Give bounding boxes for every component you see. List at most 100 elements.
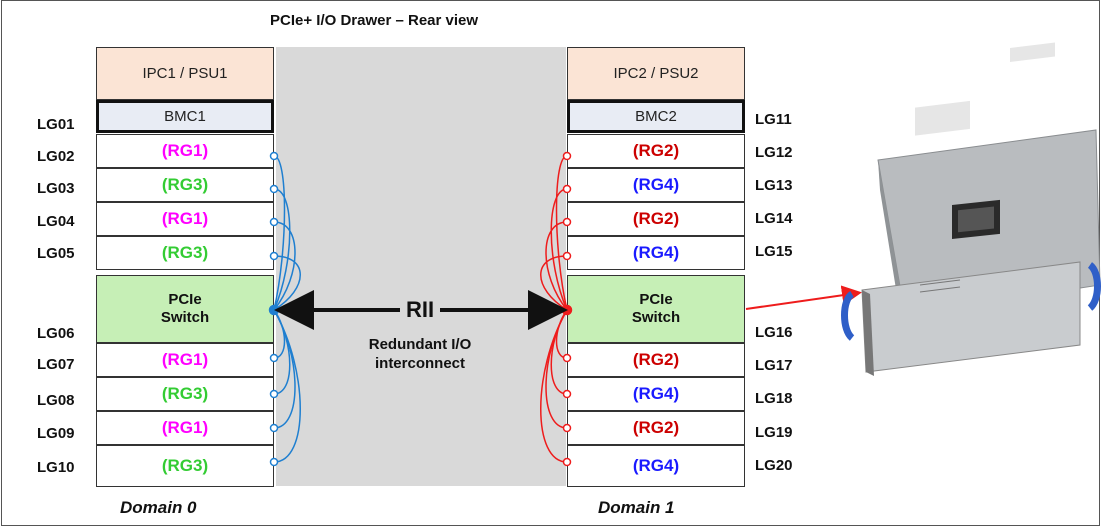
slot-label: (RG4) (632, 384, 680, 403)
cable (555, 155, 568, 311)
port-connector (269, 151, 279, 161)
port-connector (269, 353, 279, 363)
slot-lg17: (RG2) (567, 343, 745, 377)
slot-label: (RG1) (161, 141, 209, 160)
domain-0-label: Domain 0 (120, 498, 197, 517)
port-connector (562, 217, 572, 227)
slot-label: (RG3) (161, 456, 209, 475)
switch-label-line1: PCIe (168, 291, 202, 308)
slot-lg15: (RG4) (567, 236, 745, 270)
slot-lg09: (RG1) (96, 411, 274, 445)
lg-label-right: LG19 (755, 424, 793, 441)
ipc-psu-1: IPC1 / PSU1 (96, 47, 274, 100)
port-connector (562, 423, 572, 433)
slot-lg05: (RG3) (96, 236, 274, 270)
slot-label: (RG2) (632, 209, 680, 228)
ipc-psu-2: IPC2 / PSU2 (567, 47, 745, 100)
cable (545, 309, 568, 429)
pcie-switch-card-photo (841, 42, 1101, 376)
lg-label-left: LG02 (37, 148, 75, 165)
lg-label-right: LG16 (755, 324, 793, 341)
drawer-midplane (276, 47, 566, 486)
lg-label-left: LG06 (37, 325, 75, 342)
slot-lg02: (RG1) (96, 134, 274, 168)
lg-label-left: LG01 (37, 116, 75, 133)
lg-label-right: LG17 (755, 357, 793, 374)
cable (273, 309, 286, 359)
lg-label-right: LG18 (755, 390, 793, 407)
lg-label-left: LG08 (37, 392, 75, 409)
slot-label: (RG3) (161, 243, 209, 262)
rii-description: Redundant I/O interconnect (325, 335, 515, 373)
slot-label: (RG2) (632, 141, 680, 160)
cable (550, 188, 568, 311)
port-connector (562, 353, 572, 363)
lg-label-right: LG20 (755, 457, 793, 474)
rii-line1: Redundant I/O (368, 336, 472, 353)
port-connector (269, 389, 279, 399)
lg-label-left: LG05 (37, 245, 75, 262)
cable (273, 309, 296, 429)
port-connector (562, 457, 572, 467)
bmc-2: BMC2 (567, 100, 745, 133)
pointer-arrow (745, 285, 862, 310)
lg-label-right: LG13 (755, 177, 793, 194)
bmc-1: BMC1 (96, 100, 274, 133)
switch-label-line2: Switch (631, 309, 681, 326)
slot-label: (RG4) (632, 456, 680, 475)
cable (555, 309, 568, 359)
lg-label-left: LG03 (37, 180, 75, 197)
slot-label: (RG2) (632, 418, 680, 437)
pcie-switch-right: PCIe Switch (567, 275, 745, 343)
slot-lg03: (RG3) (96, 168, 274, 202)
rii-line2: interconnect (374, 355, 465, 372)
port-connector (562, 151, 572, 161)
port-connector (269, 423, 279, 433)
slot-lg20: (RG4) (567, 445, 745, 487)
slot-lg08: (RG3) (96, 377, 274, 411)
lg-label-left: LG09 (37, 425, 75, 442)
lg-label-left: LG07 (37, 356, 75, 373)
port-connector (562, 389, 572, 399)
slot-label: (RG4) (632, 243, 680, 262)
cable (540, 309, 568, 463)
lg-label-left: LG10 (37, 459, 75, 476)
slot-lg07: (RG1) (96, 343, 274, 377)
cable (273, 155, 286, 311)
slot-lg19: (RG2) (567, 411, 745, 445)
slot-label: (RG2) (632, 350, 680, 369)
slot-lg18: (RG4) (567, 377, 745, 411)
slot-lg12: (RG2) (567, 134, 745, 168)
domain-1-label: Domain 1 (598, 498, 675, 517)
port-connector (269, 184, 279, 194)
slot-lg10: (RG3) (96, 445, 274, 487)
rii-label: RII (400, 297, 440, 323)
slot-label: (RG3) (161, 384, 209, 403)
port-connector (562, 184, 572, 194)
slot-label: (RG1) (161, 209, 209, 228)
pcie-switch-left: PCIe Switch (96, 275, 274, 343)
lg-label-right: LG14 (755, 210, 793, 227)
slot-label: (RG4) (632, 175, 680, 194)
switch-label-line2: Switch (160, 309, 210, 326)
lg-label-right: LG11 (755, 111, 792, 128)
port-connector (269, 251, 279, 261)
port-connector (269, 457, 279, 467)
switch-hub (268, 304, 280, 316)
cable (273, 309, 301, 463)
switch-label-line1: PCIe (639, 291, 673, 308)
slot-label: (RG1) (161, 350, 209, 369)
switch-hub (561, 304, 573, 316)
port-connector (562, 251, 572, 261)
diagram-title: PCIe+ I/O Drawer – Rear view (270, 12, 479, 29)
slot-label: (RG3) (161, 175, 209, 194)
port-connector (269, 217, 279, 227)
lg-label-left: LG04 (37, 213, 75, 230)
slot-lg14: (RG2) (567, 202, 745, 236)
cable (273, 188, 291, 311)
slot-lg04: (RG1) (96, 202, 274, 236)
lg-label-right: LG15 (755, 243, 793, 260)
lg-label-right: LG12 (755, 144, 793, 161)
slot-lg13: (RG4) (567, 168, 745, 202)
